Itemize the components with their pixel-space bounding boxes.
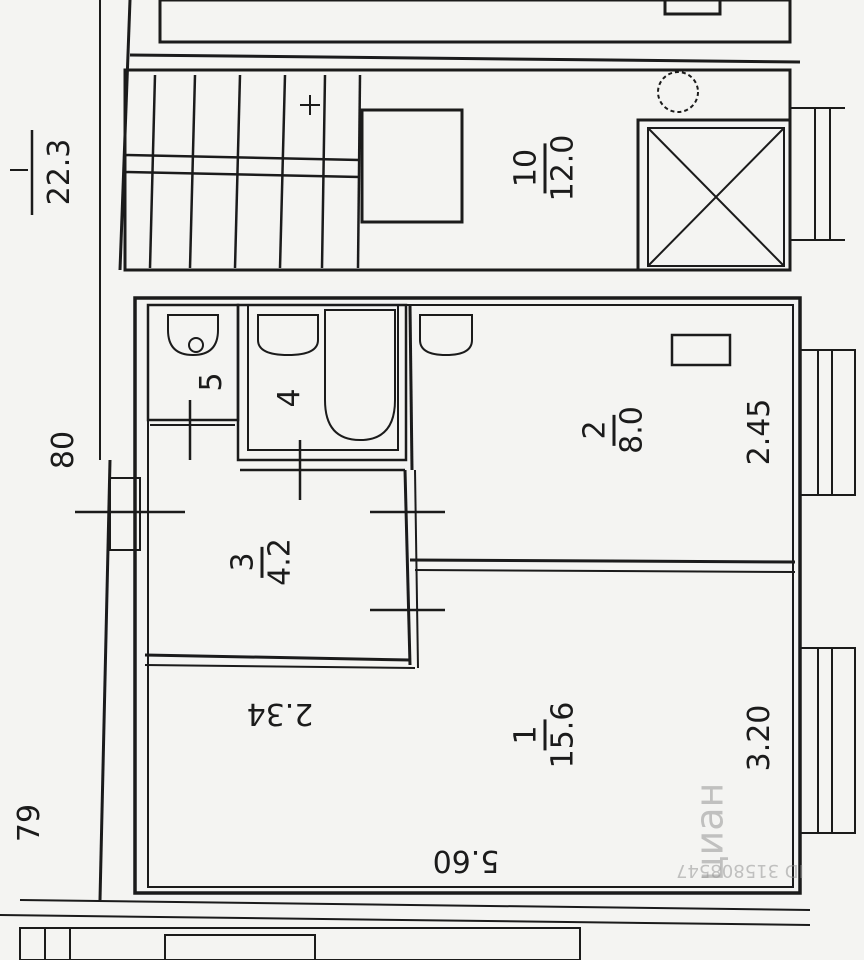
room-1-number: 1: [509, 719, 547, 751]
dimension-width-bottom: 5.60: [432, 843, 500, 878]
dimension-wall-80: 80: [46, 430, 81, 470]
upper-socket-box: [663, 0, 722, 16]
outer-wall-left: [98, 459, 112, 901]
stair-landing: [360, 108, 464, 224]
socket-box-room-2: [670, 333, 732, 367]
room-1-label: 1 15.6: [509, 701, 581, 769]
apartment-outline: [133, 296, 802, 895]
dimension-room-1-height: 3.20: [742, 704, 777, 772]
outer-wall-bottom: [19, 899, 811, 911]
room-5-outline: [146, 303, 240, 422]
room-2-area: 8.0: [614, 406, 650, 454]
dimension-outer-area: 22.3: [42, 138, 77, 206]
room-3-bottom-wall: [144, 653, 411, 662]
room-2-label: 2 8.0: [578, 406, 650, 454]
room-10-area: 12.0: [545, 134, 581, 202]
room-3-right-wall: [403, 469, 412, 666]
room-3-number: 3: [226, 546, 264, 578]
apartment-inner-outline: [147, 304, 794, 888]
sink-room-2: [419, 314, 473, 357]
upper-corridor-wall: [129, 53, 801, 64]
outer-wall-bottom-2: [0, 914, 811, 926]
staircase: [124, 74, 362, 269]
room-4-outline: [236, 303, 408, 462]
sink-room-4: [257, 314, 319, 357]
room-10-label: 10 12.0: [509, 134, 581, 202]
door-marks: [75, 400, 445, 612]
room-1-area: 15.6: [545, 701, 581, 769]
window-right-lower: [799, 647, 856, 834]
window-left: [109, 477, 141, 551]
partition-2-1: [409, 558, 796, 564]
lower-unit: [19, 927, 581, 960]
room-3-area: 4.2: [262, 538, 298, 586]
window-right-upper: [799, 349, 856, 496]
upper-unit-outline: [158, 0, 792, 44]
room-3-label: 3 4.2: [226, 538, 298, 586]
room-10-number: 10: [509, 142, 547, 194]
toilet-room-5: [167, 314, 219, 357]
dimension-room-2-height: 2.45: [742, 398, 777, 466]
room-4-number: 4: [272, 388, 307, 408]
watermark-id: ID 315808547: [676, 860, 804, 881]
room-2-number: 2: [578, 414, 616, 446]
bathtub: [324, 309, 396, 442]
column-symbol: [657, 71, 699, 113]
elevator-shaft: [636, 118, 792, 272]
dimension-hall-width: 2.34: [246, 696, 314, 731]
room-5-number: 5: [194, 372, 229, 392]
dimension-wall-79: 79: [12, 803, 47, 843]
